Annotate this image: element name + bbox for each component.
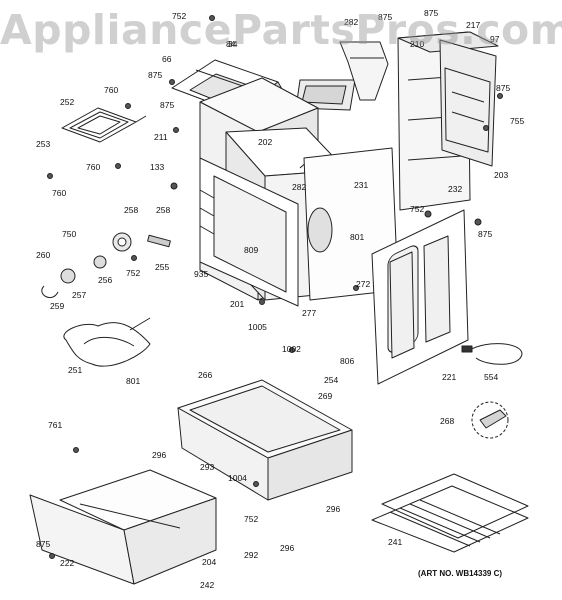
callout-253: 253 xyxy=(36,139,50,149)
callout-875: 875 xyxy=(160,100,174,110)
rear-panel xyxy=(371,209,469,385)
callout-221: 221 xyxy=(442,372,456,382)
callout-292: 292 xyxy=(244,550,258,560)
callout-554: 554 xyxy=(484,372,498,382)
side-bracket xyxy=(444,67,491,153)
callout-210: 210 xyxy=(410,39,424,49)
storage-drawer xyxy=(29,469,217,585)
callout-806: 806 xyxy=(340,356,354,366)
art-number: (ART NO. WB14339 C) xyxy=(418,569,503,578)
callout-257: 257 xyxy=(72,290,86,300)
callout-755: 755 xyxy=(510,116,524,126)
callout-1004: 1004 xyxy=(228,473,247,483)
callout-222: 222 xyxy=(60,558,74,568)
callout-254: 254 xyxy=(324,375,338,385)
callout-252: 252 xyxy=(60,97,74,107)
callout-760: 760 xyxy=(104,85,118,95)
callout-752: 752 xyxy=(126,268,140,278)
callout-256: 256 xyxy=(98,275,112,285)
callout-752: 752 xyxy=(172,11,186,21)
callout-875: 875 xyxy=(378,12,392,22)
callout-259: 259 xyxy=(50,301,64,311)
callout-251: 251 xyxy=(68,365,82,375)
vent-duct xyxy=(339,41,389,101)
callout-296: 296 xyxy=(326,504,340,514)
callout-875: 875 xyxy=(148,70,162,80)
callout-217: 217 xyxy=(466,20,480,30)
broil-element xyxy=(61,107,147,143)
screws xyxy=(47,15,503,559)
detail-circle xyxy=(471,401,509,439)
callout-260: 260 xyxy=(36,250,50,260)
callout-66: 66 xyxy=(162,54,172,64)
callout-204: 204 xyxy=(202,557,216,567)
callout-269: 269 xyxy=(318,391,332,401)
callout-258: 258 xyxy=(124,205,138,215)
callout-760: 760 xyxy=(52,188,66,198)
callout-809: 809 xyxy=(244,245,258,255)
callout-277: 277 xyxy=(302,308,316,318)
callout-296: 296 xyxy=(152,450,166,460)
callout-293: 293 xyxy=(200,462,214,472)
callout-231: 231 xyxy=(354,180,368,190)
oven-rack xyxy=(371,473,529,553)
callout-266: 266 xyxy=(198,370,212,380)
callout-750: 750 xyxy=(62,229,76,239)
callout-203: 203 xyxy=(494,170,508,180)
callout-258: 258 xyxy=(156,205,170,215)
callout-202: 202 xyxy=(258,137,272,147)
callout-801: 801 xyxy=(350,232,364,242)
drawer-support xyxy=(177,379,353,501)
bake-element xyxy=(63,317,151,367)
callout-241: 241 xyxy=(388,537,402,547)
callout-242: 242 xyxy=(200,580,214,590)
callout-875: 875 xyxy=(424,8,438,18)
callout-296: 296 xyxy=(280,543,294,553)
callout-761: 761 xyxy=(48,420,62,430)
power-cord xyxy=(461,343,523,365)
callout-282: 282 xyxy=(292,182,306,192)
callout-255: 255 xyxy=(155,262,169,272)
callout-211: 211 xyxy=(154,132,168,142)
callout-752: 752 xyxy=(410,204,424,214)
callout-875: 875 xyxy=(478,229,492,239)
callout-801: 801 xyxy=(126,376,140,386)
callout-935: 935 xyxy=(194,269,208,279)
callout-232: 232 xyxy=(448,184,462,194)
callout-875: 875 xyxy=(496,83,510,93)
callout-133: 133 xyxy=(150,162,164,172)
insulation-pad xyxy=(295,79,356,111)
callout-875: 875 xyxy=(36,539,50,549)
callout-760: 760 xyxy=(86,162,100,172)
callout-752: 752 xyxy=(244,514,258,524)
callout-201: 201 xyxy=(230,299,244,309)
callout-272: 272 xyxy=(356,279,370,289)
control-parts xyxy=(41,232,171,298)
callout-84: 84 xyxy=(226,39,236,49)
callout-1005: 1005 xyxy=(248,322,267,332)
callout-97: 97 xyxy=(490,34,500,44)
callout-34: 34 xyxy=(228,39,238,49)
front-frame xyxy=(199,157,299,307)
callout-1002: 1002 xyxy=(282,344,301,354)
callout-282: 282 xyxy=(344,17,358,27)
callout-268: 268 xyxy=(440,416,454,426)
